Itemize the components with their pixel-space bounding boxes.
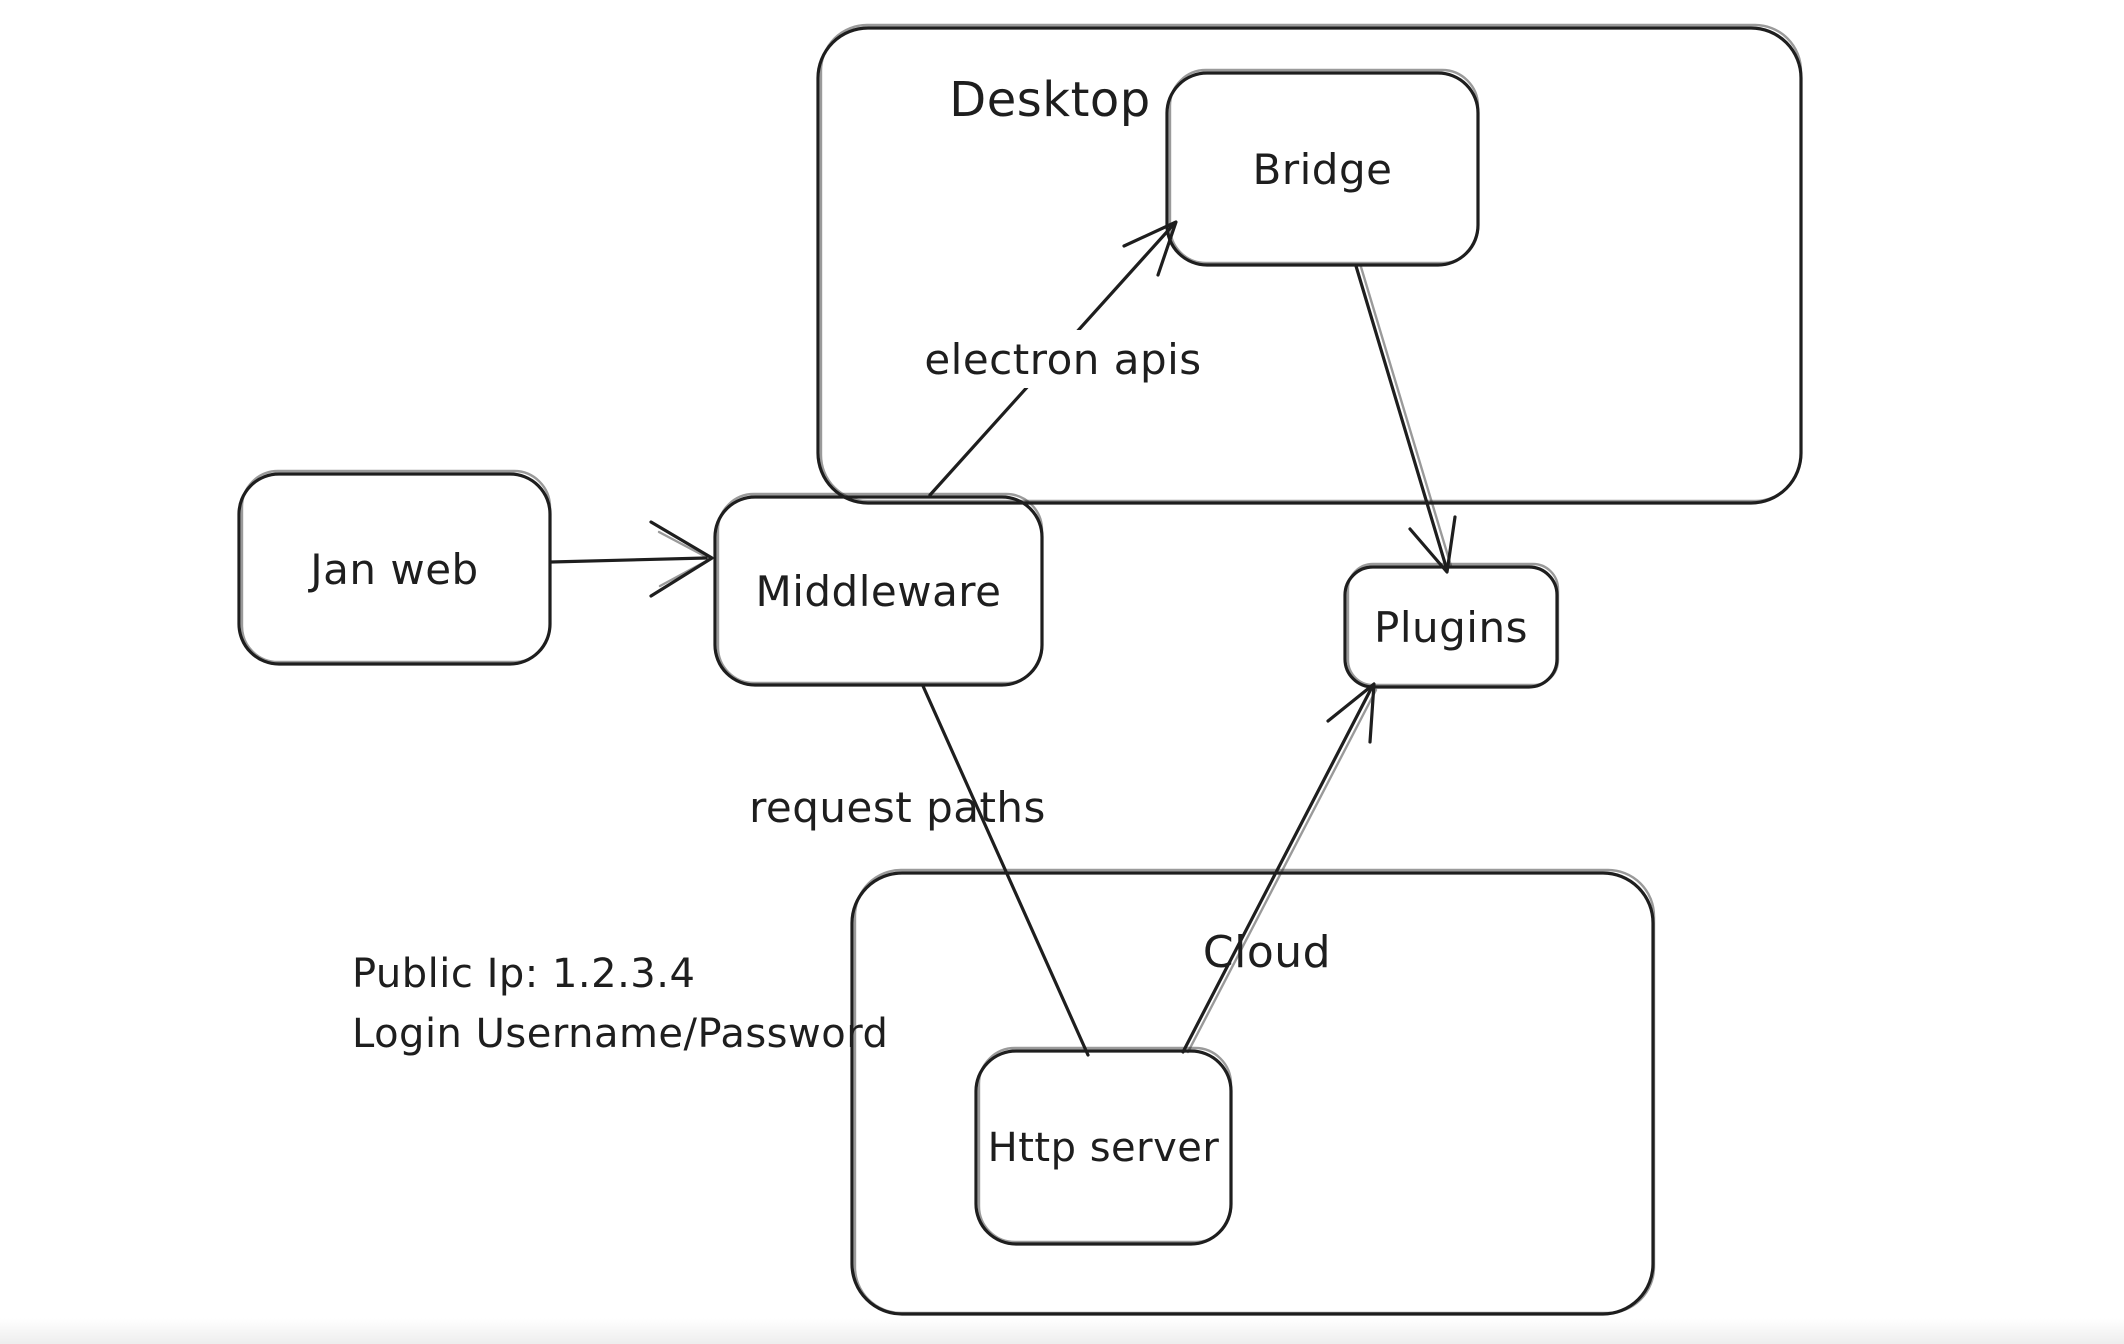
annotation-login[interactable]: Login Username/Password <box>352 1011 889 1057</box>
container-desktop-label[interactable]: Desktop <box>949 72 1151 128</box>
container-cloud-outline-sketch <box>853 868 1656 1315</box>
node-plugins-label[interactable]: Plugins <box>1374 602 1528 652</box>
node-jan-web-outline-sketch <box>240 469 552 664</box>
node-plugins[interactable] <box>1343 562 1560 689</box>
container-cloud[interactable] <box>850 868 1656 1316</box>
edge-bridge-to-plugins-arrowhead <box>1408 515 1457 574</box>
node-bridge-outline[interactable] <box>1165 71 1480 267</box>
edge-middleware-to-bridge-arrowhead <box>1122 220 1178 277</box>
container-desktop-outline-sketch <box>819 23 1803 503</box>
node-http-server-outline-sketch <box>977 1046 1233 1244</box>
container-desktop[interactable] <box>816 23 1803 505</box>
edge-bridge-to-plugins-line-sketch <box>1359 265 1453 568</box>
edge-middleware-to-http-server-label[interactable]: request paths <box>749 782 1046 832</box>
annotation-public-ip[interactable]: Public Ip: 1.2.3.4 <box>352 951 696 997</box>
node-http-server-label[interactable]: Http server <box>987 1124 1220 1171</box>
edge-bridge-to-plugins[interactable] <box>1354 264 1457 574</box>
edge-http-server-to-plugins-line[interactable] <box>1181 685 1374 1054</box>
node-bridge[interactable] <box>1165 68 1480 267</box>
node-middleware[interactable] <box>713 492 1044 687</box>
edge-jan-web-to-middleware-line[interactable] <box>549 556 708 564</box>
edge-http-server-to-plugins-line-sketch <box>1186 688 1378 1054</box>
edge-http-server-to-plugins[interactable] <box>1181 682 1378 1054</box>
edge-jan-web-to-middleware-arrowhead-sketch <box>657 530 712 588</box>
edge-http-server-to-plugins-arrowhead <box>1326 682 1376 744</box>
node-http-server[interactable] <box>974 1046 1233 1246</box>
node-jan-web-outline[interactable] <box>237 472 552 666</box>
container-cloud-outline[interactable] <box>850 871 1655 1316</box>
node-bridge-outline-sketch <box>1168 68 1480 265</box>
node-plugins-outline[interactable] <box>1343 565 1559 689</box>
node-bridge-label[interactable]: Bridge <box>1252 144 1393 194</box>
node-middleware-outline-sketch <box>716 492 1044 685</box>
edge-jan-web-to-middleware[interactable] <box>549 520 714 598</box>
edge-middleware-to-bridge-label[interactable]: electron apis <box>912 330 1214 388</box>
node-middleware-label[interactable]: Middleware <box>755 566 1002 616</box>
node-jan-web-label[interactable]: Jan web <box>310 544 479 594</box>
edge-bridge-to-plugins-line[interactable] <box>1354 264 1449 572</box>
node-jan-web[interactable] <box>237 469 552 666</box>
node-middleware-outline[interactable] <box>713 495 1044 687</box>
edge-middleware-to-http-server[interactable] <box>921 684 1090 1057</box>
node-http-server-outline[interactable] <box>974 1049 1233 1246</box>
container-cloud-label[interactable]: Cloud <box>1202 926 1332 978</box>
node-plugins-outline-sketch <box>1346 562 1560 687</box>
edge-jan-web-to-middleware-arrowhead <box>649 520 714 598</box>
container-desktop-outline[interactable] <box>816 26 1803 505</box>
edge-middleware-to-http-server-line[interactable] <box>921 684 1090 1057</box>
